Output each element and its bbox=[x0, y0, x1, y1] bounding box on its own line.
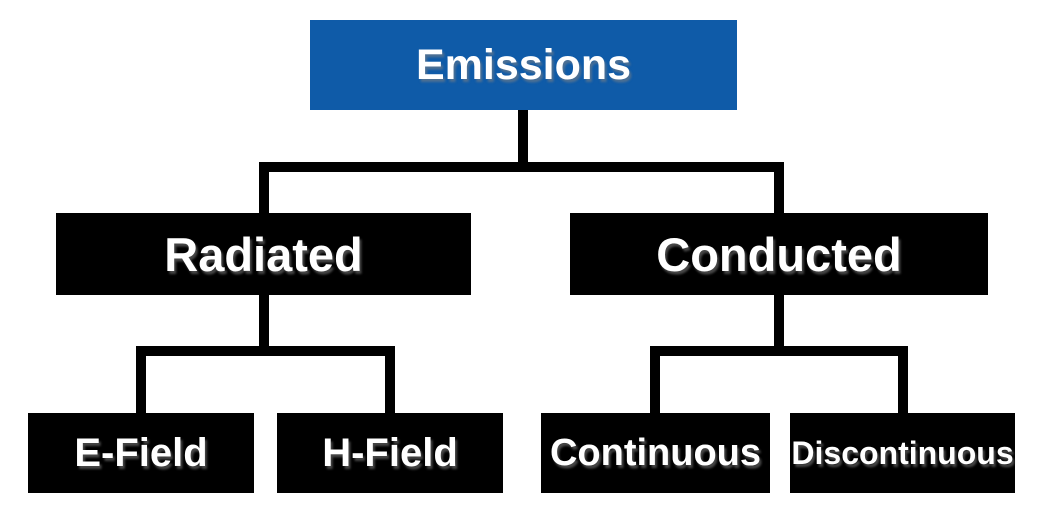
node-h-field: H-Field bbox=[277, 413, 503, 493]
connector-hfield-top bbox=[385, 346, 395, 413]
node-conducted: Conducted bbox=[570, 213, 988, 295]
connector-root-drop bbox=[518, 110, 528, 172]
connector-level2-right-horizontal bbox=[650, 346, 908, 356]
connector-radiated-top bbox=[259, 162, 269, 213]
node-e-field: E-Field bbox=[28, 413, 254, 493]
connector-level2-left-horizontal bbox=[136, 346, 395, 356]
node-continuous: Continuous bbox=[541, 413, 770, 493]
connector-conducted-top bbox=[774, 162, 784, 213]
node-discontinuous: Discontinuous bbox=[790, 413, 1015, 493]
connector-discontinuous-top bbox=[898, 346, 908, 413]
node-emissions: Emissions bbox=[310, 20, 737, 110]
connector-efield-top bbox=[136, 346, 146, 413]
node-radiated: Radiated bbox=[56, 213, 471, 295]
connector-level1-horizontal bbox=[259, 162, 784, 172]
connector-continuous-top bbox=[650, 346, 660, 413]
connector-radiated-drop bbox=[259, 295, 269, 356]
connector-conducted-drop bbox=[774, 295, 784, 356]
